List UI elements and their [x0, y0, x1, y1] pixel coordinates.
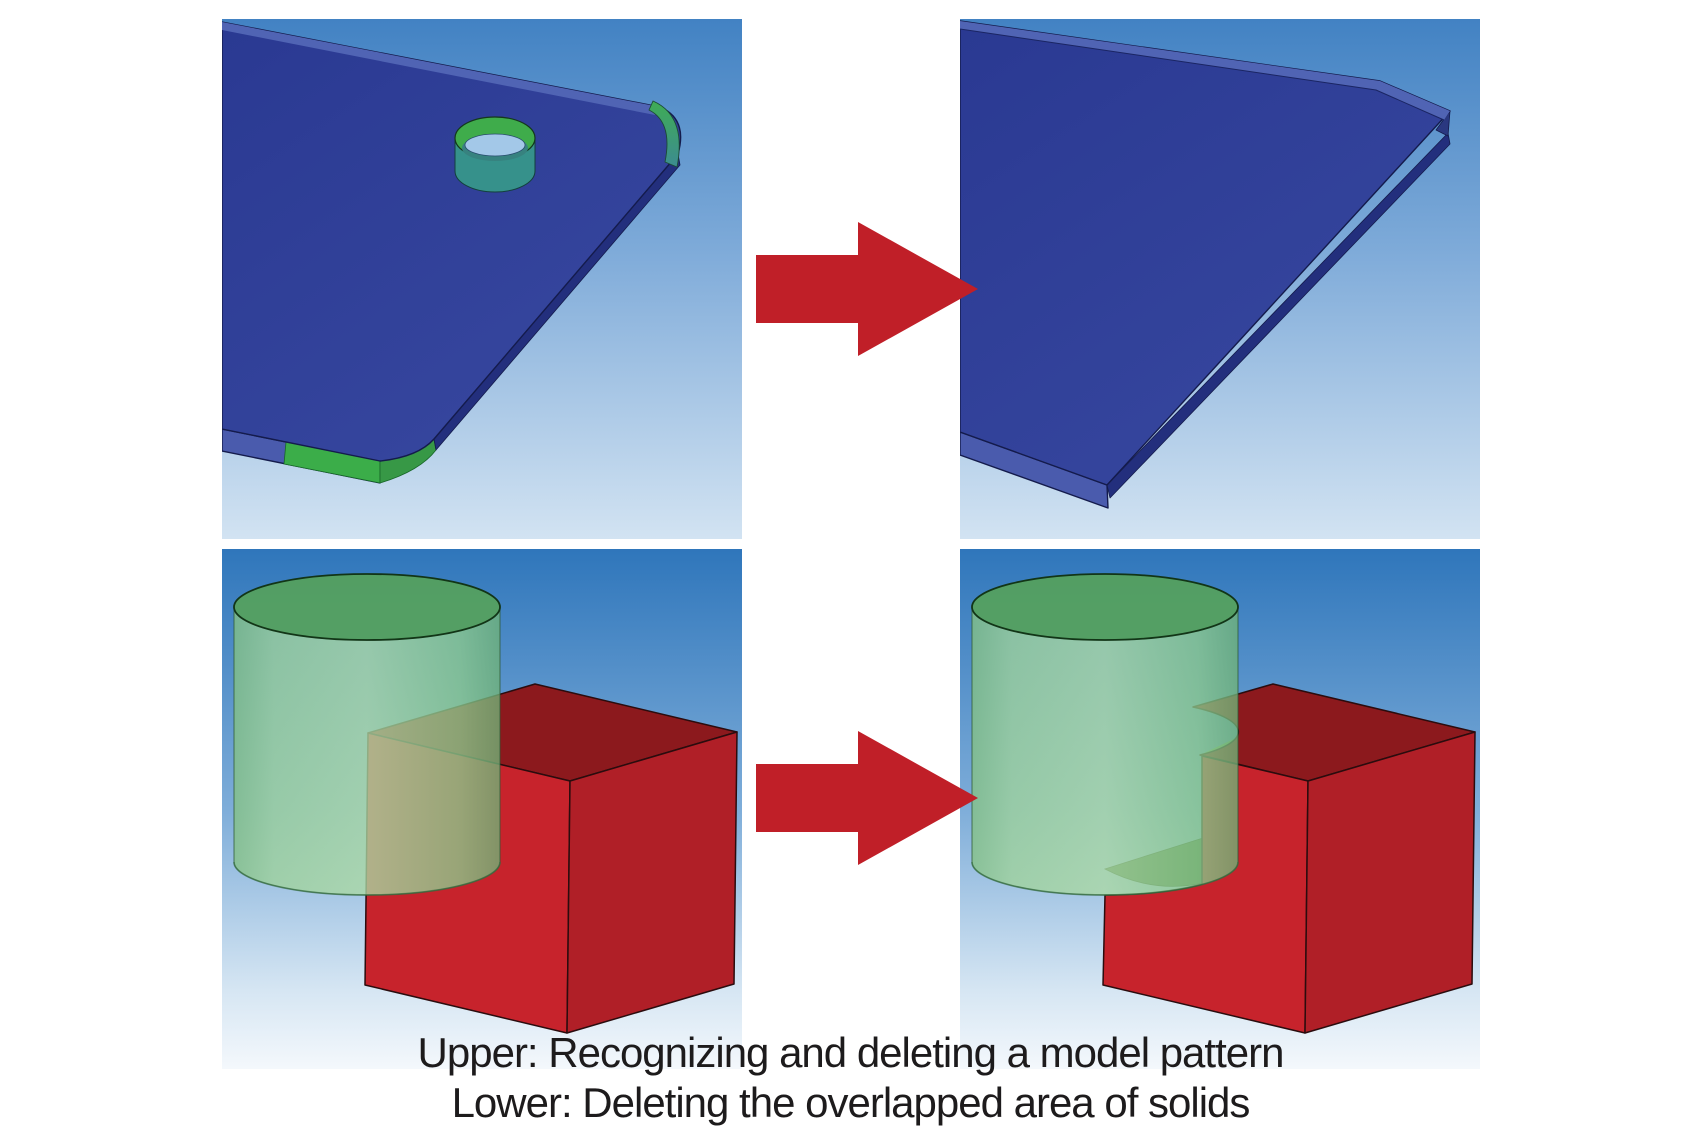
overlap-after-render	[960, 549, 1480, 1069]
cylinder-bottom-rim	[971, 861, 1239, 896]
cylinder-body	[233, 606, 501, 896]
cylinder-top-face	[233, 573, 501, 641]
panel-upper-before	[222, 19, 742, 539]
caption-line-upper: Upper: Recognizing and deleting a model …	[417, 1029, 1285, 1076]
cylinder-top-face	[971, 573, 1239, 641]
cube-model-notched	[1102, 683, 1476, 1034]
plate-right-edge-face	[1106, 132, 1451, 499]
cube-right-face	[1304, 731, 1476, 1034]
panel-upper-after	[960, 19, 1480, 539]
plate-top-face	[222, 21, 682, 462]
plate-back-chamfer	[960, 21, 1450, 120]
cylinder-model	[233, 573, 501, 896]
plate-with-pattern-render	[222, 19, 742, 539]
transform-arrow-lower	[756, 731, 978, 865]
hole-highlight	[454, 116, 536, 193]
right-arrow-icon	[756, 731, 978, 865]
cylinder-bottom-rim	[233, 861, 501, 896]
figure-caption: Upper: Recognizing and deleting a model …	[0, 1028, 1701, 1128]
panel-lower-after	[960, 549, 1480, 1069]
plate-model	[960, 20, 1451, 509]
hole-opening	[464, 133, 526, 157]
plate-model	[222, 21, 682, 484]
panel-lower-before	[222, 549, 742, 1069]
cube-right-face	[566, 731, 738, 1034]
cylinder-model	[971, 573, 1239, 896]
caption-line-lower: Lower: Deleting the overlapped area of s…	[451, 1079, 1251, 1126]
plate-corner-tip-face	[1435, 110, 1451, 137]
plate-back-chamfer-line	[960, 28, 1445, 121]
right-arrow-icon	[756, 222, 978, 356]
transform-arrow-upper	[756, 222, 978, 356]
fillet-highlight-corner	[648, 100, 680, 168]
overlap-before-render	[222, 549, 742, 1069]
plate-back-chamfer	[222, 22, 660, 115]
cylinder-body	[971, 606, 1239, 896]
plate-clean-render	[960, 19, 1480, 539]
